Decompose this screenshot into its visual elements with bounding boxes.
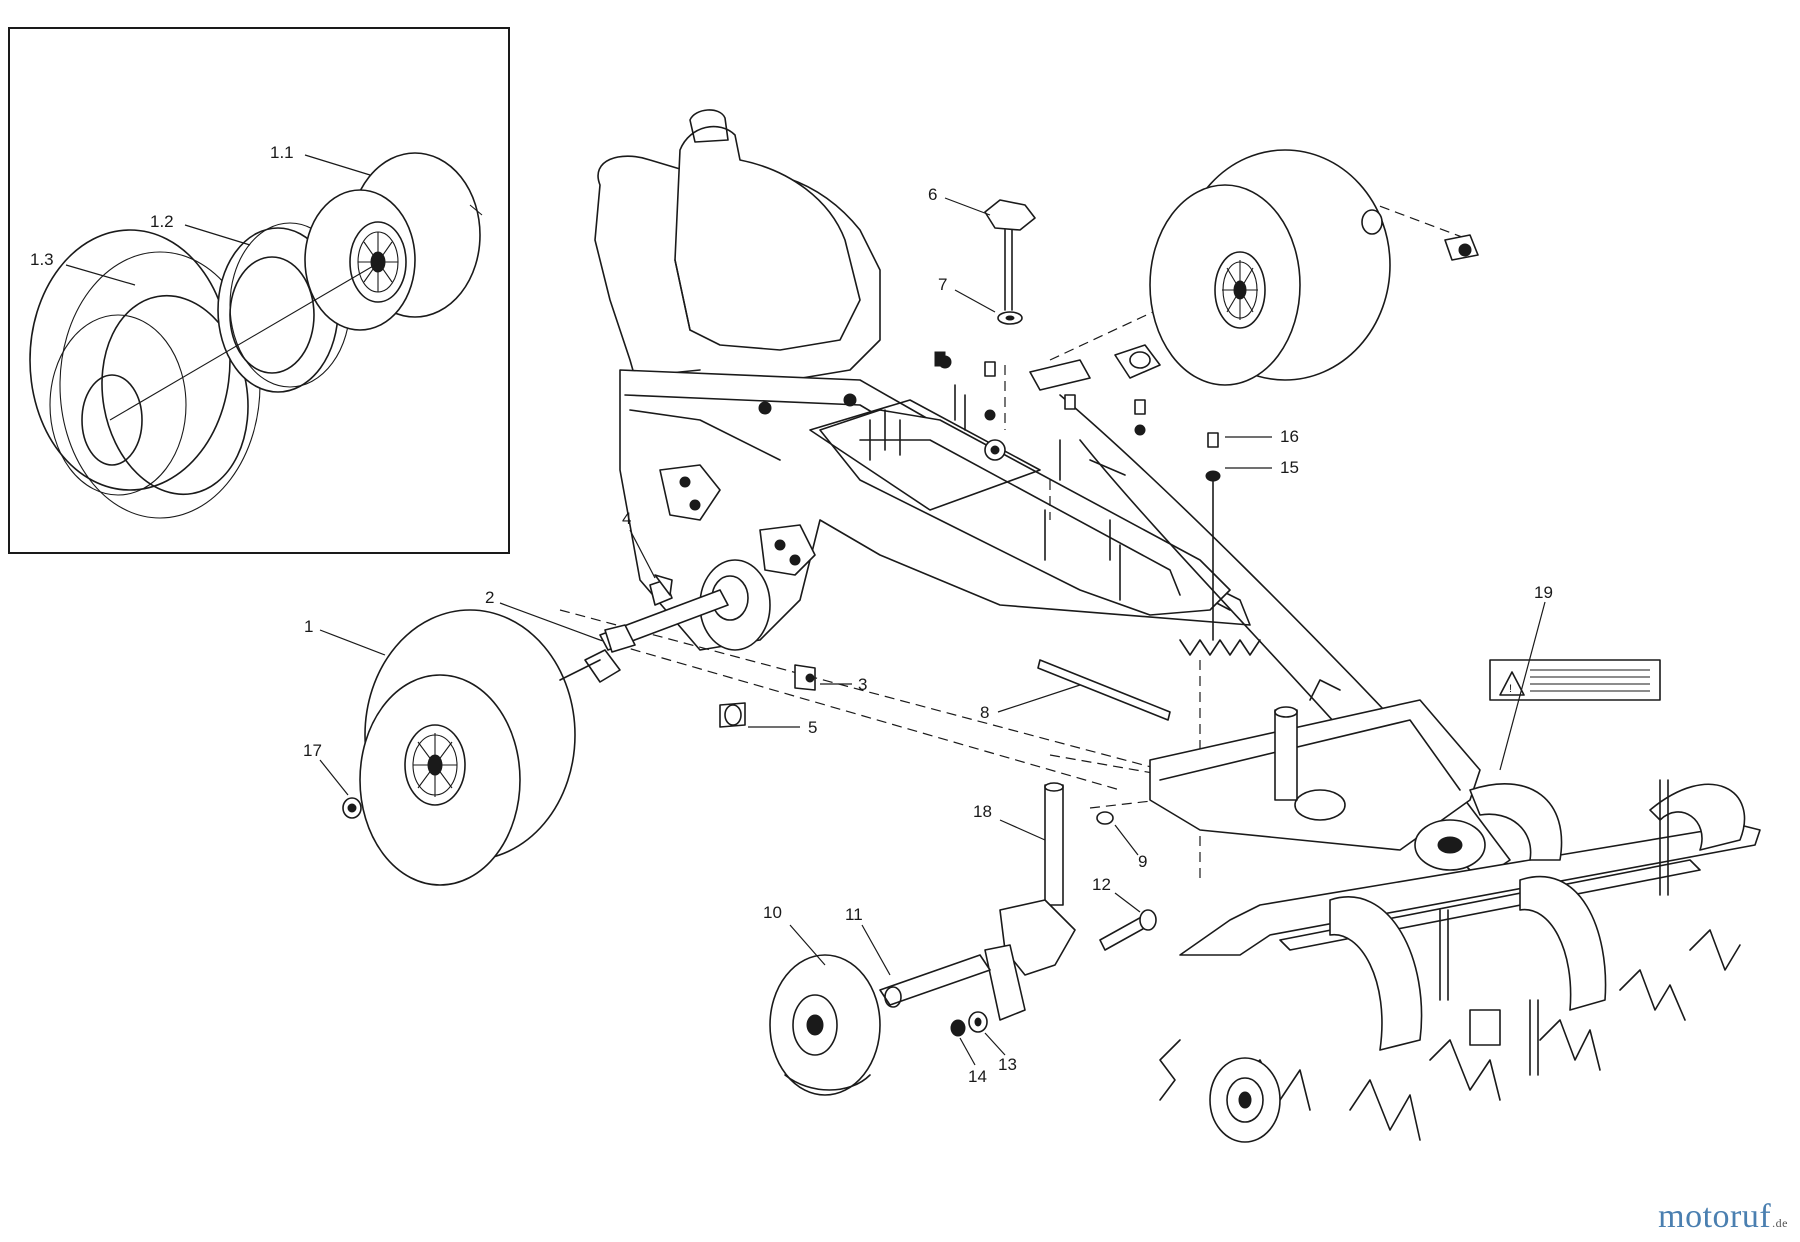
svg-text:1.3: 1.3 <box>30 250 54 269</box>
callout-1-2: 1.2 <box>150 212 251 246</box>
callout-4: 4 <box>622 509 656 579</box>
callout-14: 14 <box>959 1037 987 1086</box>
wheel-1 <box>342 609 601 886</box>
watermark-logo: motoruf.de <box>1658 1198 1788 1236</box>
tire-1-3 <box>29 229 261 519</box>
callout-17: 17 <box>303 741 349 796</box>
callout-7: 7 <box>938 275 996 313</box>
engine-housing <box>594 109 881 401</box>
svg-text:9: 9 <box>1138 852 1147 871</box>
callout-15: 15 <box>1225 458 1299 477</box>
svg-text:7: 7 <box>938 275 947 294</box>
callout-9: 9 <box>1114 824 1147 871</box>
callout-2: 2 <box>485 588 601 641</box>
rim-1-1 <box>304 152 483 331</box>
svg-text:2: 2 <box>485 588 494 607</box>
svg-text:11: 11 <box>845 905 863 924</box>
rod-8 <box>1037 659 1171 721</box>
svg-text:3: 3 <box>858 675 867 694</box>
callout-8: 8 <box>980 684 1081 722</box>
knob-6 <box>984 199 1036 325</box>
svg-text:12: 12 <box>1092 875 1111 894</box>
svg-text:17: 17 <box>303 741 322 760</box>
callout-1: 1 <box>304 617 386 656</box>
callout-16: 16 <box>1225 427 1299 446</box>
callout-1-3: 1.3 <box>30 250 136 286</box>
svg-text:4: 4 <box>622 509 631 528</box>
svg-text:6: 6 <box>928 185 937 204</box>
svg-text:15: 15 <box>1280 458 1299 477</box>
inset-wheel-detail: 1.1 1.2 1.3 <box>8 27 510 554</box>
watermark-suffix: .de <box>1772 1216 1788 1230</box>
svg-text:10: 10 <box>763 903 782 922</box>
svg-text:!: ! <box>1509 683 1512 695</box>
callout-5: 5 <box>748 718 817 737</box>
fasteners <box>934 351 1221 641</box>
axle-assembly <box>584 574 816 728</box>
main-frame <box>619 369 1511 881</box>
svg-text:19: 19 <box>1534 583 1553 602</box>
svg-text:1.2: 1.2 <box>150 212 174 231</box>
svg-text:5: 5 <box>808 718 817 737</box>
wheel-right <box>1029 149 1479 391</box>
warning-label-19: ! <box>1489 659 1661 701</box>
tine-rotor <box>1159 779 1761 1143</box>
svg-text:1.1: 1.1 <box>270 143 294 162</box>
front-axle-frame <box>1149 679 1486 871</box>
svg-text:16: 16 <box>1280 427 1299 446</box>
callout-3: 3 <box>820 675 867 694</box>
callout-11: 11 <box>845 905 891 976</box>
svg-text:8: 8 <box>980 703 989 722</box>
svg-text:18: 18 <box>973 802 992 821</box>
callout-1-1: 1.1 <box>270 143 371 176</box>
svg-text:14: 14 <box>968 1067 987 1086</box>
callout-18: 18 <box>973 802 1046 841</box>
callout-13: 13 <box>984 1032 1017 1074</box>
callout-10: 10 <box>763 903 826 966</box>
caster-assembly <box>769 782 1157 1096</box>
svg-text:13: 13 <box>998 1055 1017 1074</box>
svg-text:1: 1 <box>304 617 313 636</box>
watermark-brand: motoruf <box>1658 1198 1772 1235</box>
callout-19: 19 <box>1499 583 1553 771</box>
callout-6: 6 <box>928 185 991 216</box>
callout-12: 12 <box>1092 875 1141 913</box>
